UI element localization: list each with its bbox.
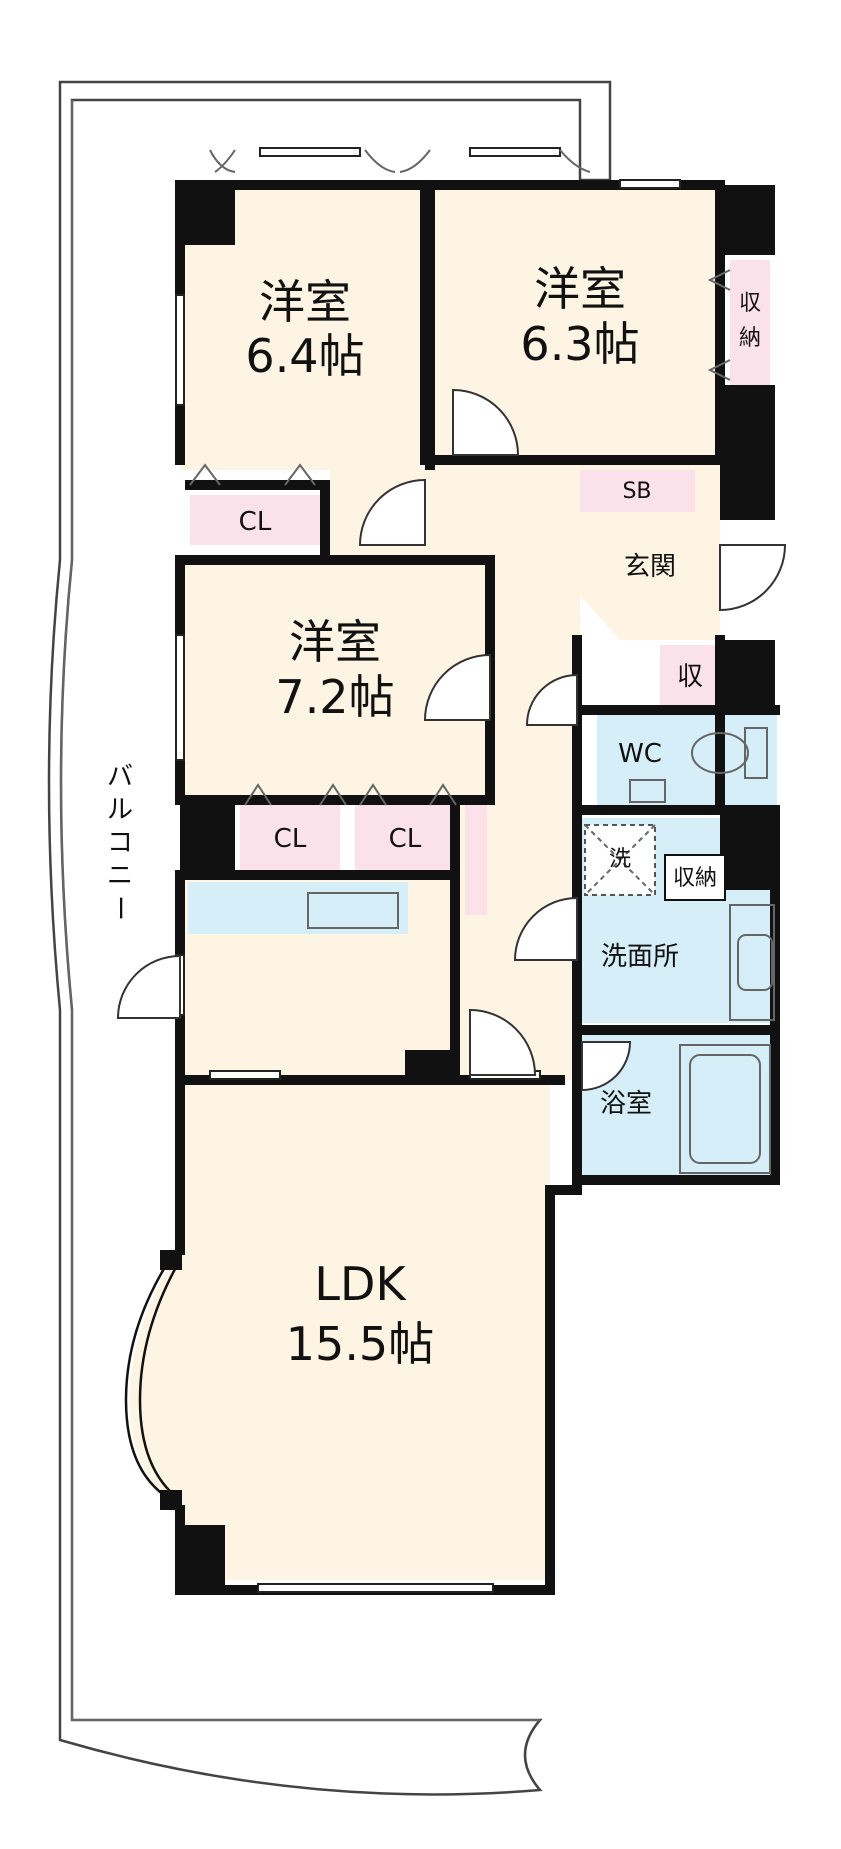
bedroom3-name: 洋室 <box>289 615 381 669</box>
ldk-size: 15.5帖 <box>286 1317 434 1371</box>
cl2-box <box>240 805 340 870</box>
closet-door-icon <box>189 463 316 486</box>
door-bedroom3 <box>423 653 491 721</box>
washer-diagonals <box>584 824 656 896</box>
balcony-char-1: バ <box>107 762 133 792</box>
window-sash-icon <box>364 149 431 173</box>
bedroom1-name: 洋室 <box>259 275 351 329</box>
window <box>209 1070 281 1080</box>
pillar <box>720 810 775 890</box>
pillar <box>180 800 235 875</box>
wc-sink <box>629 779 666 803</box>
storage-right-label-1: 収 <box>739 291 761 316</box>
shuu-box <box>660 645 720 705</box>
toilet-bowl <box>691 732 749 774</box>
bathroom-label: 浴室 <box>600 1089 652 1119</box>
cl1-box <box>190 495 320 545</box>
window <box>619 179 681 189</box>
cl2-label: CL <box>274 824 307 854</box>
kitchen-sink <box>307 892 399 929</box>
hall-storage-box <box>465 805 487 915</box>
pillar <box>180 1525 225 1590</box>
pillar <box>180 185 235 245</box>
shuu-label: 収 <box>677 662 703 692</box>
entrance-label: 玄関 <box>624 552 676 582</box>
door-kitchen <box>116 954 181 1019</box>
balcony-inner-line <box>60 100 540 1721</box>
pillar <box>405 1050 455 1080</box>
bay-window-outer <box>124 1261 170 1500</box>
bedroom1-size: 6.4帖 <box>245 329 364 383</box>
door-entrance <box>719 544 787 612</box>
door-washroom <box>513 896 578 961</box>
cl3-label: CL <box>389 824 422 854</box>
window <box>175 294 185 406</box>
door-bedroom2 <box>452 388 520 456</box>
cl3-box <box>355 805 455 870</box>
sb-box <box>580 470 695 512</box>
balcony-char-4: ニ <box>107 861 133 891</box>
bedroom2-name: 洋室 <box>534 262 626 316</box>
bedroom2-size: 6.3帖 <box>520 317 639 371</box>
balcony-char-3: コ <box>107 828 133 858</box>
vanity-sink <box>737 934 773 991</box>
toilet-tank <box>744 727 768 779</box>
balcony-char-2: ル <box>107 795 133 825</box>
window-sash-icon <box>559 149 591 173</box>
door-bathroom <box>581 1041 632 1092</box>
ldk-floor <box>180 1080 550 1580</box>
storage-right-label-2: 納 <box>739 326 761 351</box>
ldk-name: LDK <box>314 1257 407 1311</box>
pillar <box>720 385 775 520</box>
bay-window <box>138 1259 182 1501</box>
storage-b-label: 収納 <box>673 866 717 891</box>
window-sash-icon <box>209 149 236 173</box>
washer-label: 洗 <box>609 847 631 872</box>
window <box>259 147 361 157</box>
bathtub <box>679 1044 771 1174</box>
door-bedroom1 <box>358 478 426 546</box>
storage-b-box <box>664 854 726 901</box>
cl1-label: CL <box>239 507 272 537</box>
balcony-char-5: ー <box>104 895 134 921</box>
washroom-label: 洗面所 <box>601 942 679 972</box>
kitchen-counter <box>188 882 408 934</box>
window <box>257 1583 494 1593</box>
door-ldk <box>469 1008 537 1076</box>
vanity <box>729 904 775 1021</box>
bedroom3-size: 7.2帖 <box>275 670 394 724</box>
closet-door-icon <box>244 783 457 806</box>
ldk-bay-floor <box>130 1250 180 1510</box>
window <box>469 147 561 157</box>
window <box>175 634 185 761</box>
wc-label: WC <box>618 739 662 769</box>
sb-label: SB <box>622 479 651 504</box>
storage-right-box <box>730 260 770 385</box>
door-wc <box>525 673 578 726</box>
pillar <box>720 185 775 255</box>
closet-door-icon <box>707 269 731 381</box>
pillar <box>720 640 775 705</box>
bathtub-inner <box>689 1054 761 1164</box>
